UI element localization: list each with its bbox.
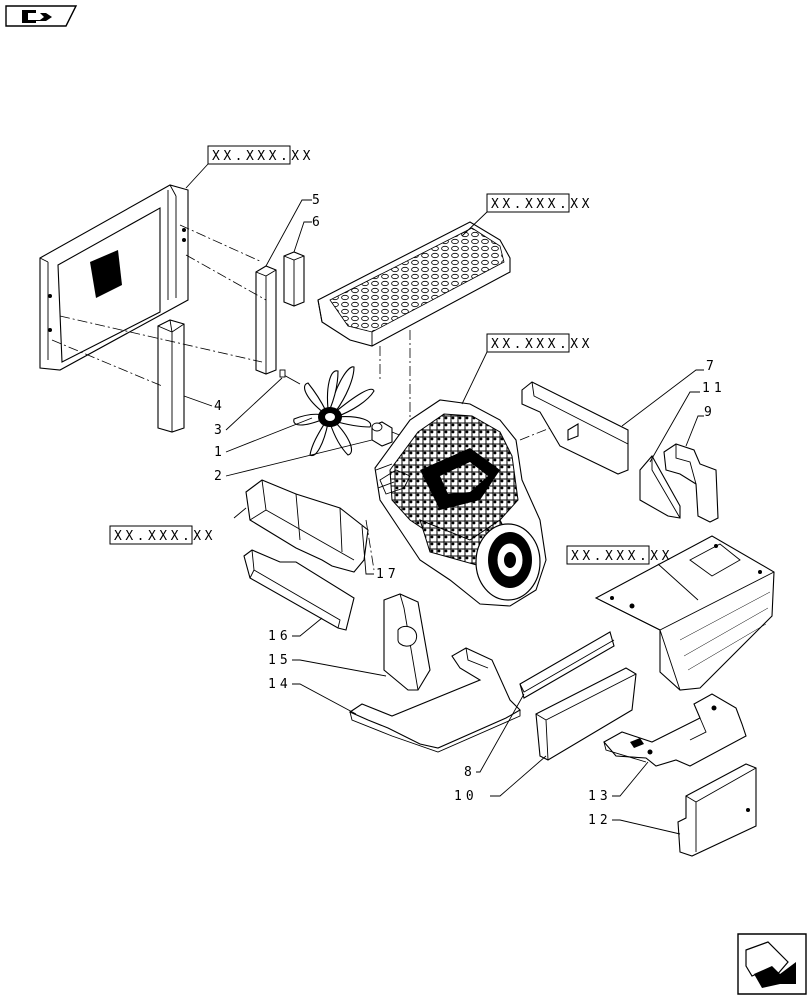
foam-block-9 — [663, 443, 719, 523]
foam-strip-4 — [157, 319, 185, 433]
callout-hood[interactable]: XX.XXX.XX — [461, 193, 593, 237]
flywheel — [475, 523, 541, 601]
foam-panel-7 — [521, 381, 629, 475]
callout-engine[interactable]: XX.XXX.XX — [461, 333, 593, 405]
foam-strip-8 — [519, 631, 615, 699]
svg-text:8: 8 — [464, 765, 476, 780]
foam-strip-5 — [255, 265, 277, 375]
svg-text:3: 3 — [214, 423, 226, 438]
svg-text:12: 12 — [588, 813, 612, 828]
item-label-17: 17 — [361, 525, 400, 582]
foam-frame-14 — [348, 647, 521, 753]
callout-radiator-text: XX.XXX.XX — [212, 149, 314, 164]
foam-block-11 — [639, 455, 681, 519]
radiator-grille — [39, 184, 189, 371]
callout-hood-text: XX.XXX.XX — [491, 197, 593, 212]
item-label-15: 15 — [268, 653, 387, 677]
svg-text:5: 5 — [312, 193, 324, 208]
item-label-5: 5 — [265, 193, 324, 267]
item-label-12: 12 — [588, 813, 681, 835]
svg-text:2: 2 — [214, 469, 226, 484]
foam-block-12 — [677, 763, 757, 857]
svg-text:15: 15 — [268, 653, 292, 668]
engine-hood — [317, 221, 511, 347]
callout-plate[interactable]: XX.XXX.XX — [566, 545, 699, 601]
item-label-9: 9 — [685, 405, 716, 447]
item-label-4: 4 — [183, 395, 226, 414]
cooling-fan — [293, 366, 375, 457]
callout-radiator[interactable]: XX.XXX.XX — [185, 145, 314, 189]
mounting-plate — [594, 535, 775, 691]
engine-assembly — [374, 399, 547, 607]
item-label-10: 10 — [454, 755, 547, 804]
book-open-arrow-icon[interactable] — [5, 5, 78, 27]
callout-plate-text: XX.XXX.XX — [571, 549, 673, 564]
svg-text:13: 13 — [588, 789, 612, 804]
svg-text:7: 7 — [706, 359, 718, 374]
foam-strip-6 — [283, 251, 305, 307]
svg-text:1: 1 — [214, 445, 226, 460]
item-label-1: 1 — [214, 417, 313, 460]
item-label-14: 14 — [268, 677, 357, 715]
svg-text:10: 10 — [454, 789, 478, 804]
svg-text:11: 11 — [702, 381, 726, 396]
callout-engine-text: XX.XXX.XX — [491, 337, 593, 352]
item-label-8: 8 — [464, 693, 525, 780]
svg-text:6: 6 — [312, 215, 324, 230]
item-label-7: 7 — [621, 359, 718, 427]
svg-text:16: 16 — [268, 629, 292, 644]
callout-side-panel[interactable]: XX.XXX.XX — [109, 507, 247, 545]
foam-block-10 — [535, 667, 637, 761]
callout-side-panel-text: XX.XXX.XX — [114, 529, 216, 544]
fan-bolt — [279, 369, 301, 385]
item-label-11: 11 — [649, 381, 726, 463]
side-foam-panel — [245, 479, 369, 573]
item-label-16: 16 — [268, 617, 323, 644]
item-label-2: 2 — [214, 439, 373, 484]
svg-text:14: 14 — [268, 677, 292, 692]
svg-text:9: 9 — [704, 405, 716, 420]
item-label-3: 3 — [214, 377, 283, 438]
svg-text:17: 17 — [376, 567, 400, 582]
svg-text:4: 4 — [214, 399, 226, 414]
bracket-13 — [603, 693, 747, 767]
fan-spacer — [371, 421, 393, 447]
item-label-6: 6 — [293, 215, 324, 253]
foam-panel-16 — [243, 549, 355, 631]
foam-bracket-15 — [383, 593, 431, 691]
item-label-13: 13 — [588, 761, 649, 804]
next-page-arrow-icon[interactable] — [737, 933, 807, 995]
